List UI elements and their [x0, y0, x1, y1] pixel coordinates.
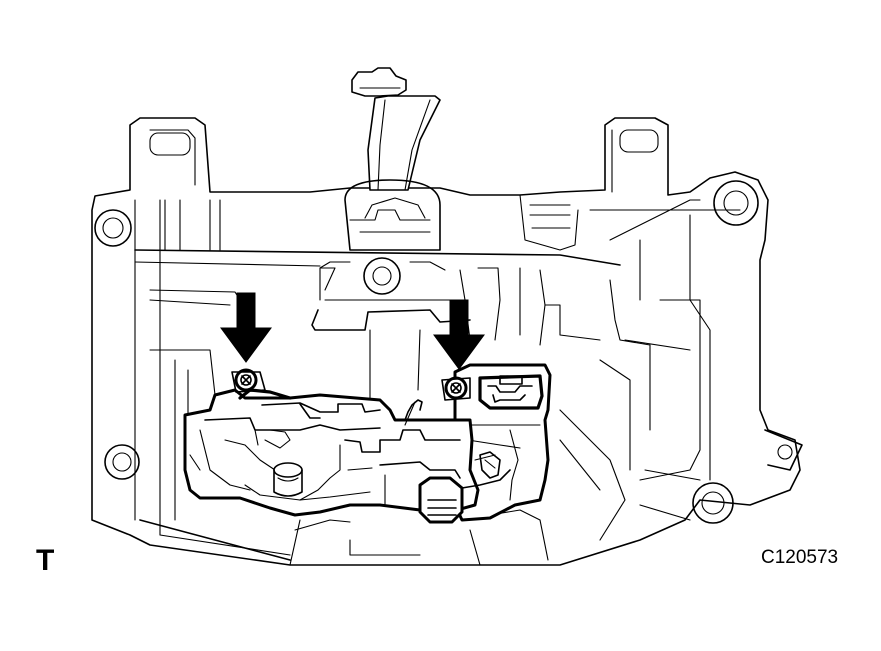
screw-icon — [441, 376, 471, 401]
down-arrow-icon — [220, 292, 272, 363]
door-lock-assembly — [183, 363, 552, 524]
figure-id-label: C120573 — [761, 547, 839, 568]
operating-rod — [311, 67, 601, 401]
screw-icon — [231, 368, 266, 393]
corner-mark: T — [36, 544, 55, 577]
down-arrow-icon — [433, 299, 485, 370]
housing-frame — [91, 117, 803, 566]
